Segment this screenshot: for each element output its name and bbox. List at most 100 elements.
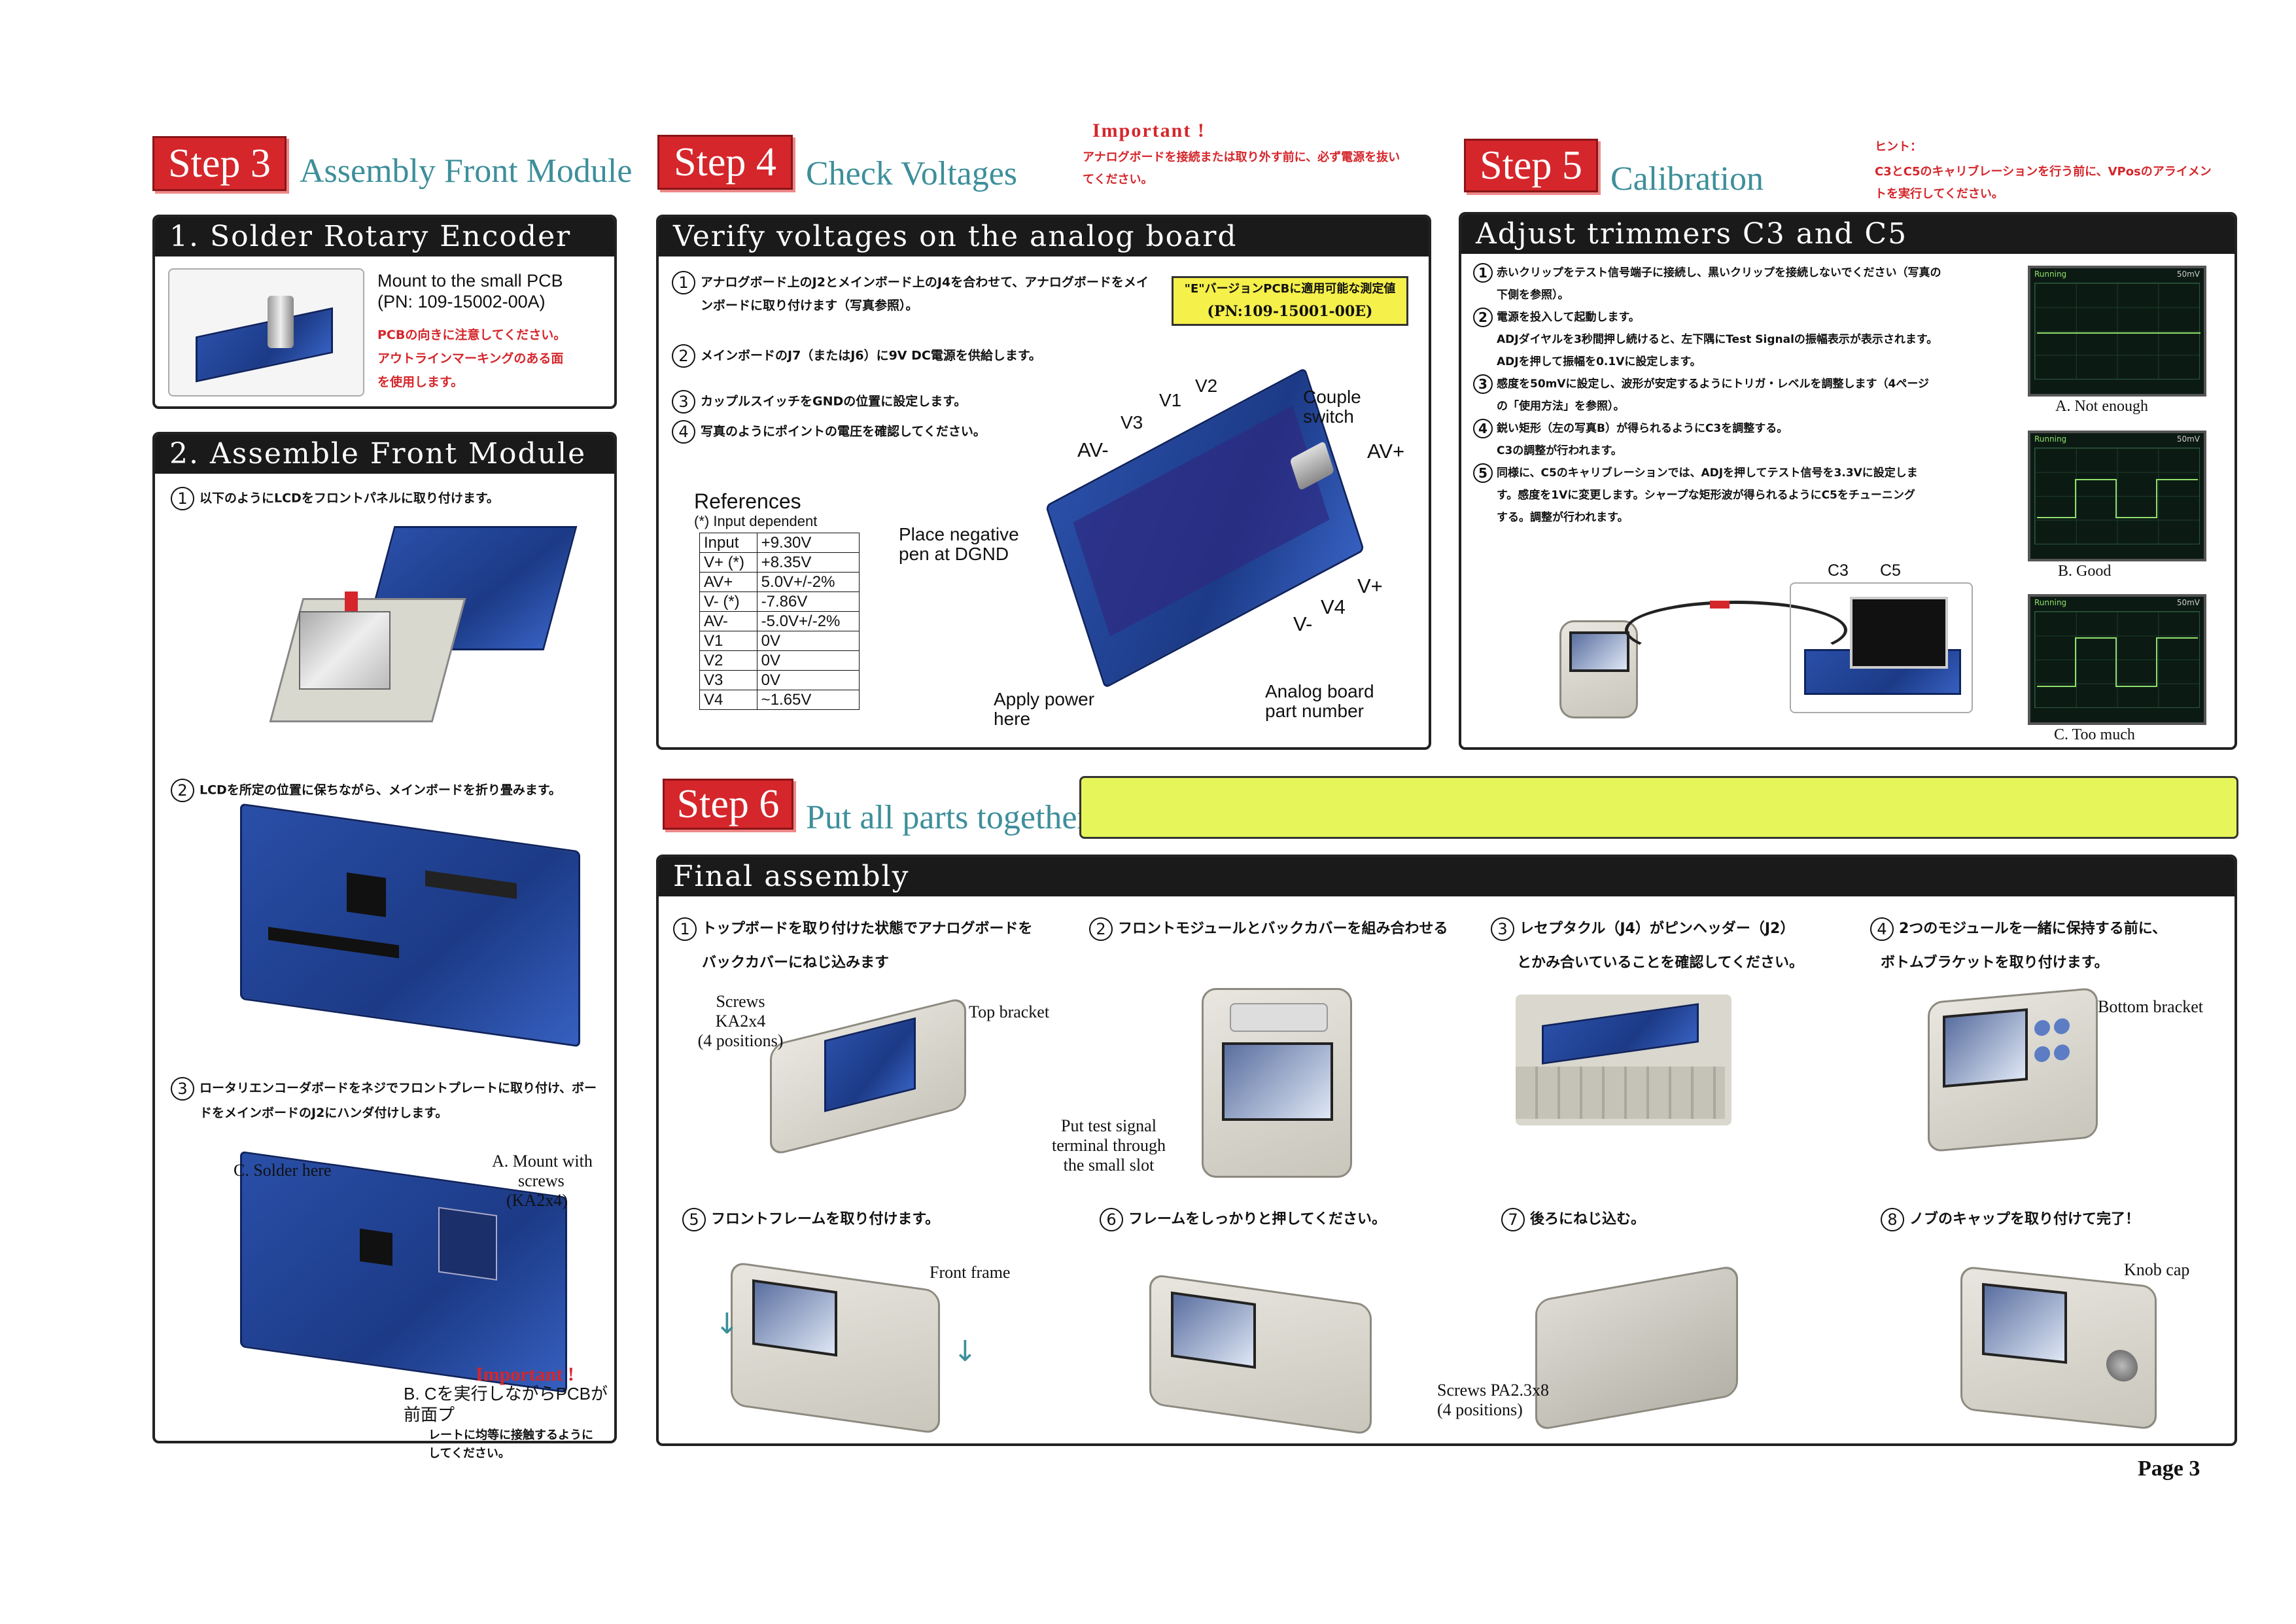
label-v3: V3 [1121, 412, 1143, 432]
reference-voltage: 0V [756, 670, 860, 690]
reference-voltage: -5.0V+/-2% [756, 611, 860, 631]
label-v-minus: V- [1293, 612, 1313, 635]
yellow-banner [1079, 776, 2238, 839]
reference-point: V2 [699, 650, 757, 671]
label-solder-here: C. Solder here [234, 1161, 332, 1180]
step6-title: Put all parts together [806, 799, 1088, 836]
reference-row: AV--5.0V+/-2% [699, 611, 860, 631]
reference-voltage: +8.35V [756, 552, 860, 573]
step3-badge: Step 3 [152, 136, 287, 191]
reference-point: Input [699, 533, 757, 553]
step5-hint-text: C3とC5のキャリブレーションを行う前に、VPosのアライメントを実行してくださ… [1875, 165, 2212, 201]
scope-caption-b: B. Good [2058, 563, 2112, 580]
reference-point: V- (*) [699, 591, 757, 612]
trimmer-closeup-photo [1790, 582, 1973, 713]
references-subtitle: (*) Input dependent [694, 513, 818, 529]
lcd-front-panel-photo [247, 526, 578, 735]
knob-cap-photo [1960, 1265, 2157, 1430]
reference-voltage: -7.86V [756, 591, 860, 612]
part-number: (PN: 109-15002-00A) [377, 292, 546, 311]
section-header: 1. Solder Rotary Encoder [155, 217, 614, 256]
section-header: Adjust trimmers C3 and C5 [1461, 215, 2235, 254]
reference-point: AV+ [699, 572, 757, 592]
label-v-plus: V+ [1357, 574, 1383, 597]
reference-row: V- (*)-7.86V [699, 591, 860, 612]
reference-voltage: 0V [756, 631, 860, 651]
step4-important: Important ! [1092, 120, 1206, 141]
e-version-box: "E"バージョンPCBに適用可能な測定値 (PN:109-15001-00E) [1172, 276, 1408, 326]
step3-title: Assembly Front Module [300, 152, 633, 190]
step5-badge: Step 5 [1464, 139, 1598, 192]
reference-point: V+ (*) [699, 552, 757, 573]
step4-badge: Step 4 [657, 135, 793, 190]
label-c5: C5 [1880, 561, 1901, 580]
label-front-frame: Front frame [930, 1263, 1011, 1282]
receptacle-photo [1516, 995, 1731, 1125]
arrow-down-left-icon: ↓ [715, 1307, 739, 1341]
label-c3: C3 [1828, 561, 1849, 580]
scope-good: Running 50mV [2028, 431, 2206, 561]
section-header: Final assembly [659, 857, 2235, 896]
probe-photo [1494, 568, 1860, 738]
label-bottom-bracket: Bottom bracket [2098, 997, 2204, 1016]
step3-section1: 1. Solder Rotary Encoder Mount to the sm… [152, 215, 617, 409]
label-v4: V4 [1321, 595, 1346, 618]
frame-pressed-photo [1149, 1273, 1372, 1436]
main-board-photo [240, 803, 580, 1048]
reference-point: AV- [699, 611, 757, 631]
section-header: 2. Assemble Front Module [155, 434, 614, 474]
step4-title: Check Voltages [806, 155, 1018, 192]
reference-point: V1 [699, 631, 757, 651]
page-number: Page 3 [2138, 1456, 2200, 1481]
arrow-down-right-icon: ↓ [953, 1335, 977, 1368]
reference-row: AV+5.0V+/-2% [699, 572, 860, 592]
encoder-photo [168, 268, 364, 397]
reference-point: V4 [699, 690, 757, 710]
step5-hint: ヒント： [1875, 140, 1922, 154]
references-title: References [694, 489, 801, 513]
scope-caption-a: A. Not enough [2055, 398, 2148, 415]
label-av-plus: AV+ [1367, 440, 1405, 463]
reference-voltage: 5.0V+/-2% [756, 572, 860, 592]
reference-row: V+ (*)+8.35V [699, 552, 860, 573]
orientation-note: PCBの向きに注意してください。アウトラインマーキングのある面を使用します。 [377, 328, 566, 389]
scope-too-much: Running 50mV [2028, 594, 2206, 725]
step4-important-text: アナログボードを接続または取り外す前に、必ず電源を抜いてください。 [1083, 150, 1400, 186]
label-av-minus: AV- [1077, 438, 1109, 461]
label-screws-pa: Screws PA2.3x8(4 positions) [1437, 1381, 1549, 1419]
front-module-photo [1202, 988, 1352, 1178]
label-v1: V1 [1159, 390, 1182, 410]
reference-voltage: 0V [756, 650, 860, 671]
step6-badge: Step 6 [663, 779, 793, 830]
reference-row: V4~1.65V [699, 690, 860, 710]
label-knob-cap: Knob cap [2124, 1260, 2190, 1279]
section-header: Verify voltages on the analog board [659, 217, 1429, 256]
back-cover-photo [770, 996, 966, 1157]
